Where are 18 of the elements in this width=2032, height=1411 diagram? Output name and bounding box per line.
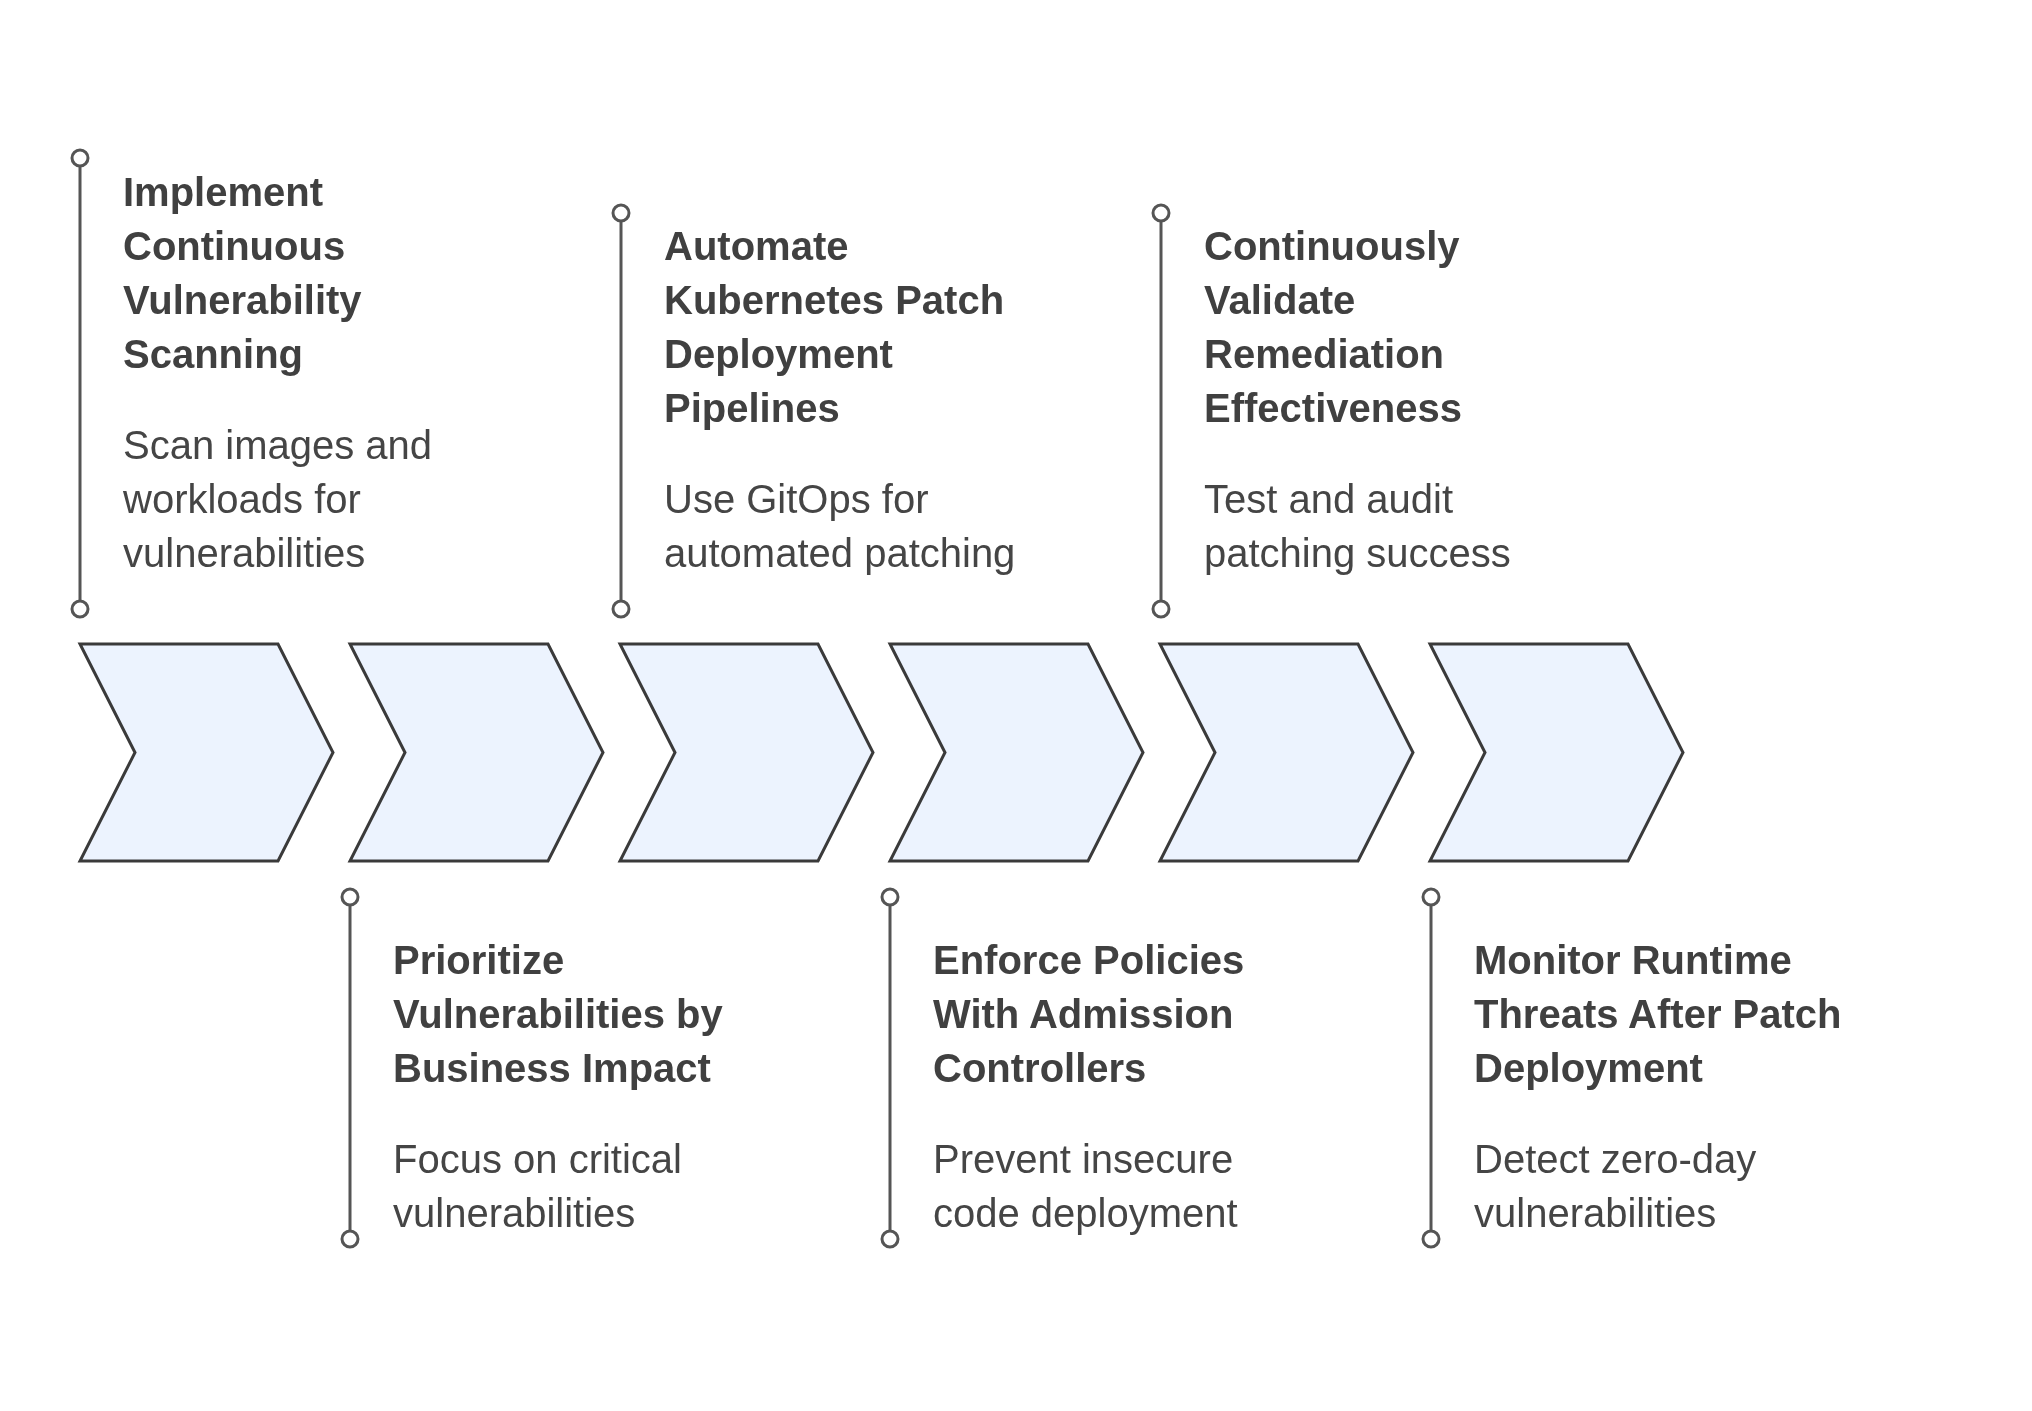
step-title: Monitor Runtime Threats After Patch Deployment xyxy=(1474,937,1843,1092)
step-title: Implement Continuous Vulnerability Scanning xyxy=(123,169,363,378)
step-description: Scan images and workloads for vulnerabilities xyxy=(123,422,434,577)
step-description: Test and audit patching success xyxy=(1204,476,1512,577)
chevron-step xyxy=(1430,644,1683,861)
step-description: Detect zero-day vulnerabilities xyxy=(1474,1136,1758,1237)
step-description: Prevent insecure code deployment xyxy=(933,1136,1239,1237)
step-title: Enforce Policies With Admission Controllers xyxy=(933,937,1246,1092)
step-title: Continuously Validate Remediation Effectiveness xyxy=(1204,223,1463,432)
step-title: Automate Kubernetes Patch Deployment Pipelines xyxy=(664,223,1006,432)
chevron-step xyxy=(1160,644,1413,861)
chevron-step xyxy=(890,644,1143,861)
step-description: Use GitOps for automated patching xyxy=(664,476,1017,577)
step-title: Prioritize Vulnerabilities by Business Impact xyxy=(393,937,724,1092)
chevron-step xyxy=(80,644,333,861)
chevron-step xyxy=(350,644,603,861)
step-description: Focus on critical vulnerabilities xyxy=(393,1136,683,1237)
chevron-step xyxy=(620,644,873,861)
